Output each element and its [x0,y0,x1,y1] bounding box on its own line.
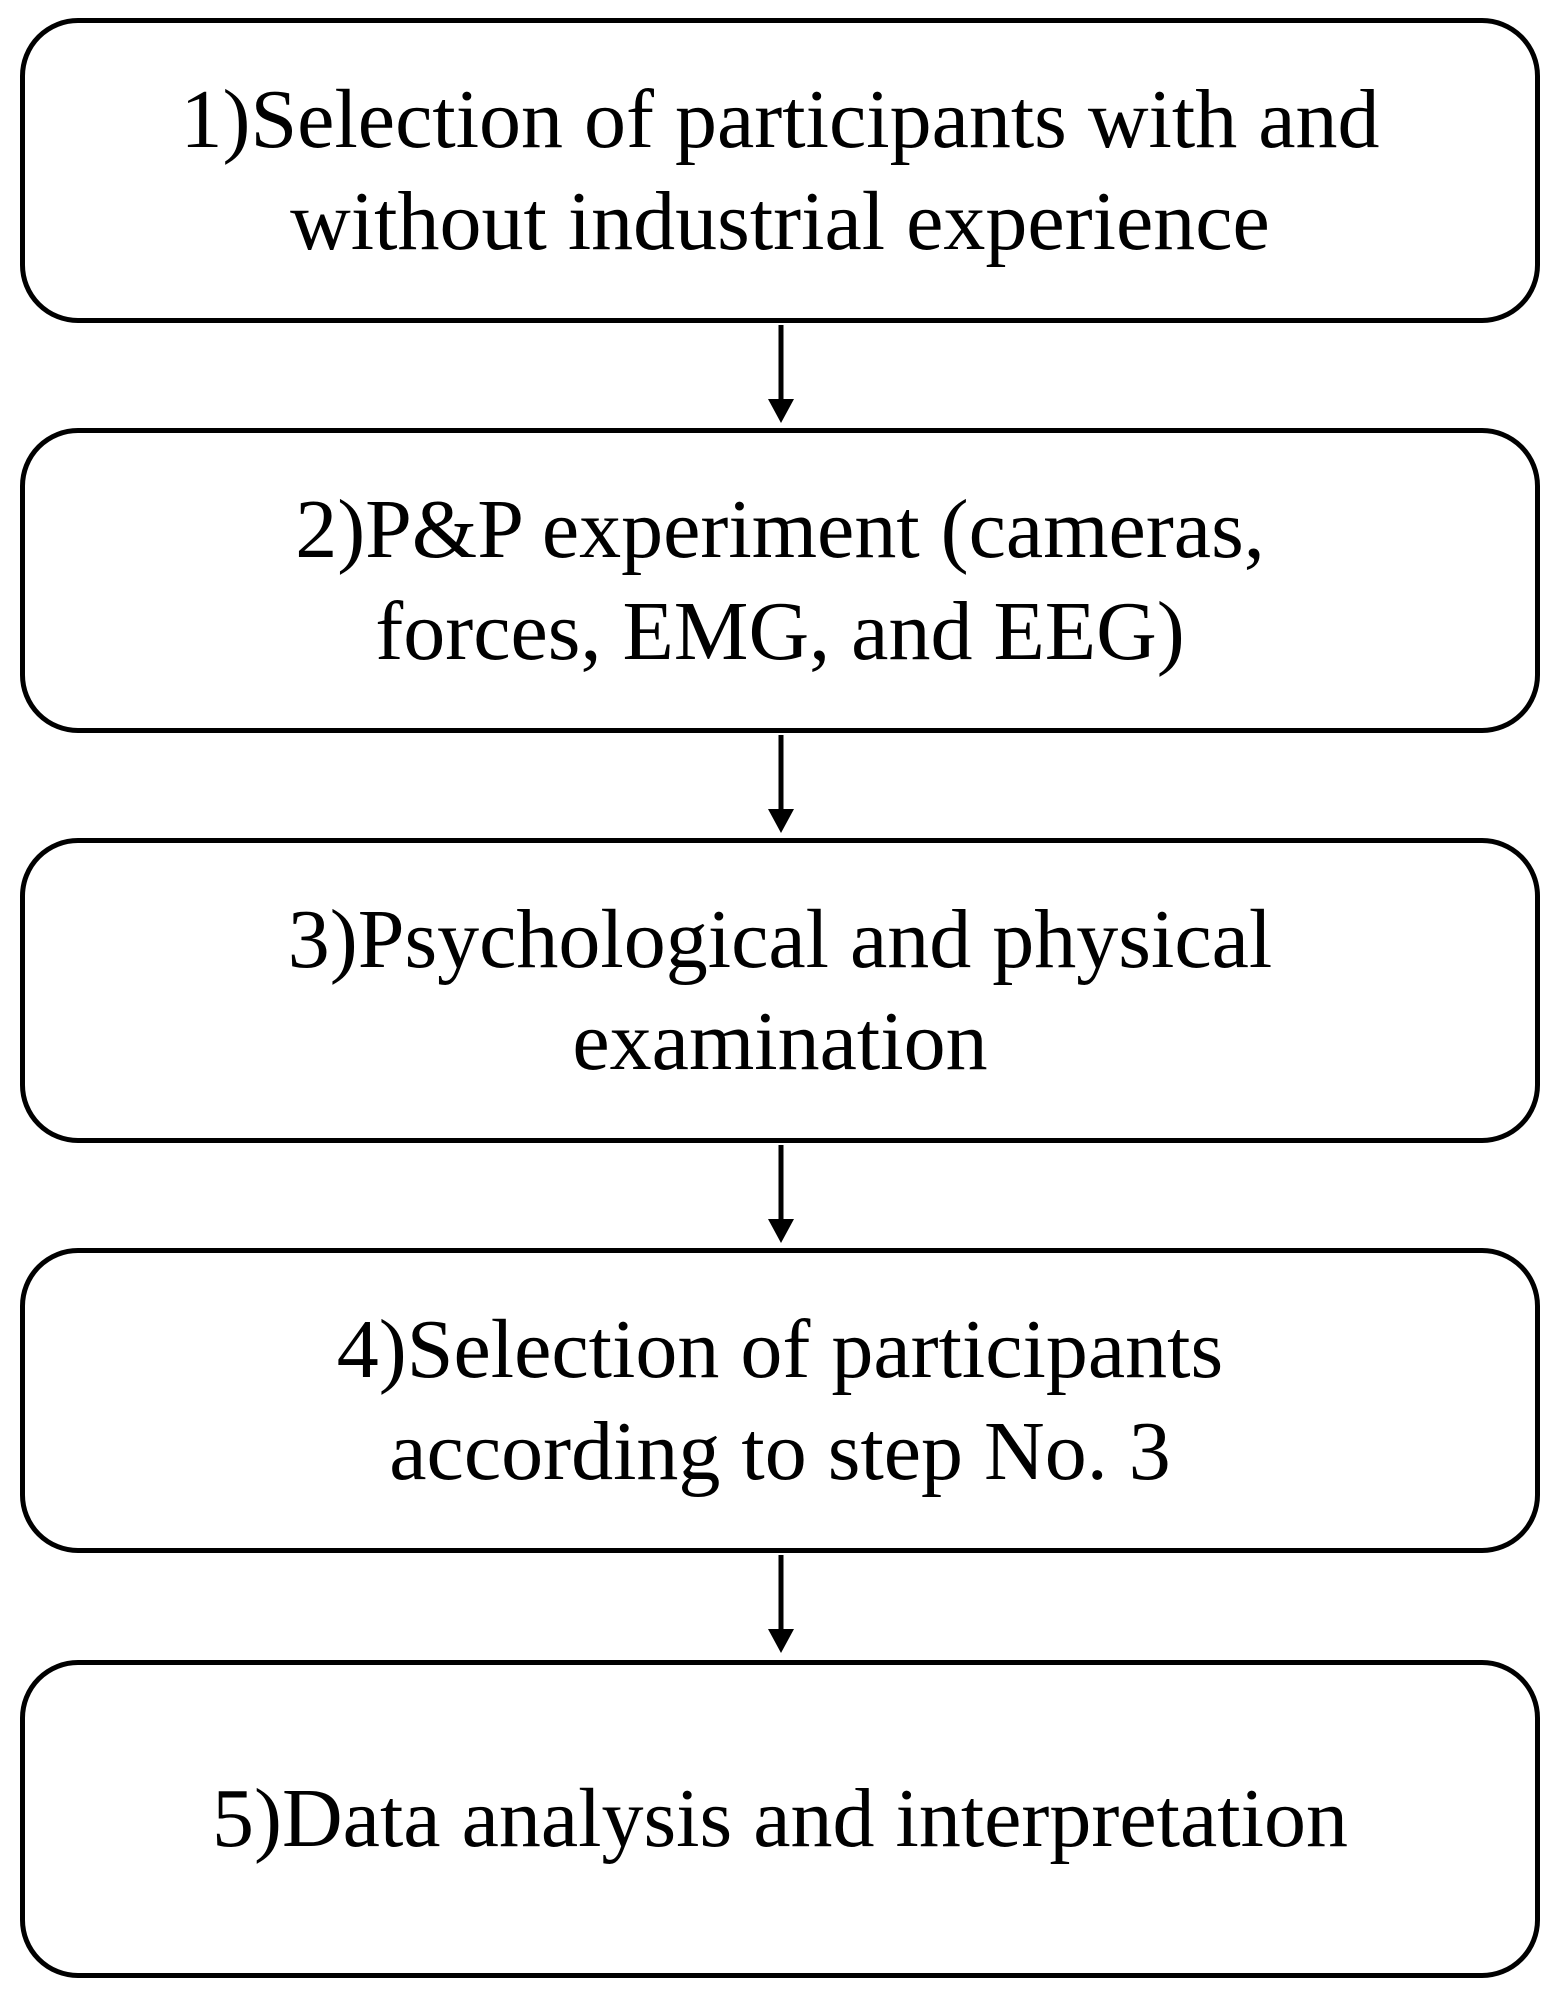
step-2-line-1: 2)P&P experiment (cameras, [295,482,1265,576]
down-arrow-icon [768,1555,794,1653]
step-box-2: 2)P&P experiment (cameras, forces, EMG, … [20,428,1540,733]
step-5-line-1: 5)Data analysis and interpretation [212,1772,1348,1865]
step-text-5: 5)Data analysis and interpretation [90,1768,1470,1870]
step-text-1: 1)Selection of participants with and wit… [90,69,1470,273]
step-text-2: 2)P&P experiment (cameras, forces, EMG, … [90,479,1470,683]
step-4-line-1: 4)Selection of participants [336,1302,1224,1396]
step-box-1: 1)Selection of participants with and wit… [20,18,1540,323]
step-text-4: 4)Selection of participants according to… [90,1299,1470,1503]
down-arrow-icon [768,1145,794,1243]
step-1-line-2: without industrial experience [290,174,1270,268]
step-box-5: 5)Data analysis and interpretation [20,1660,1540,1978]
step-box-4: 4)Selection of participants according to… [20,1248,1540,1553]
step-3-line-2: examination [572,994,988,1088]
step-1-line-1: 1)Selection of participants with and [180,72,1380,166]
arrow-2-to-3 [768,735,794,835]
down-arrow-icon [768,325,794,423]
arrow-3-to-4 [768,1145,794,1245]
arrow-1-to-2 [768,325,794,425]
arrow-4-to-5 [768,1555,794,1655]
step-4-line-2: according to step No. 3 [389,1404,1171,1498]
step-box-3: 3)Psychological and physical examination [20,838,1540,1143]
down-arrow-icon [768,735,794,833]
step-text-3: 3)Psychological and physical examination [90,889,1470,1093]
step-3-line-1: 3)Psychological and physical [287,892,1273,986]
step-2-line-2: forces, EMG, and EEG) [375,584,1185,678]
